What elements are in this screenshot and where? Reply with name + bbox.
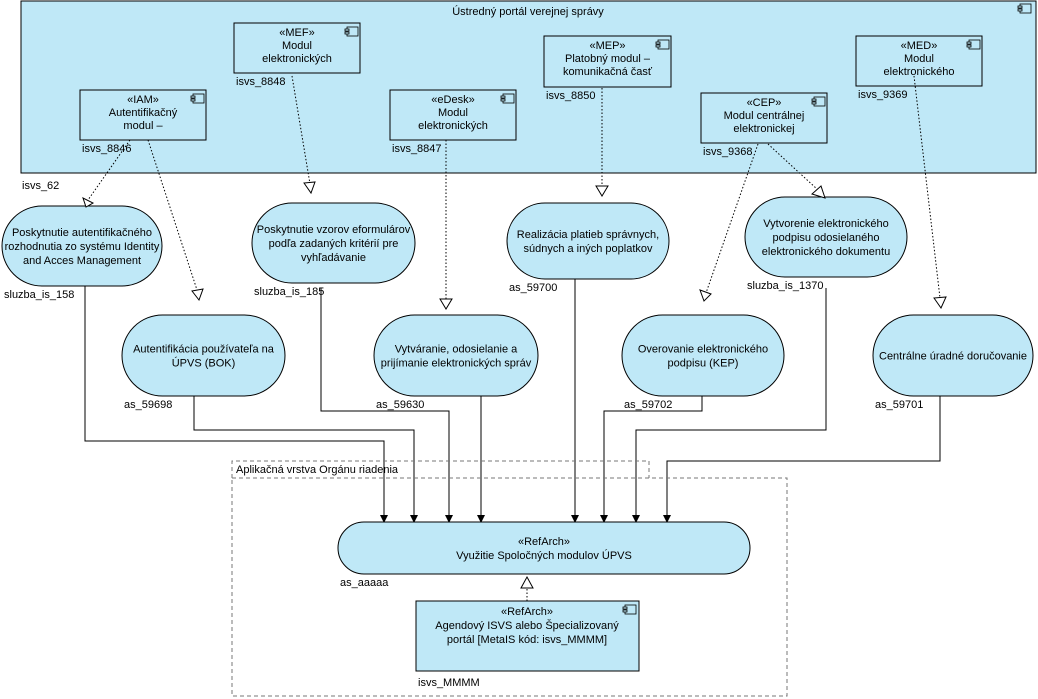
service-label: podpisu (KEP) — [668, 358, 739, 370]
module-id: isvs_8846 — [82, 143, 132, 155]
flow-connectors — [84, 279, 941, 523]
service-3[interactable]: Realizácia platieb správnych, súdnych a i… — [506, 202, 670, 280]
component-icon — [190, 93, 205, 104]
service-label: Overovanie elektronického — [638, 344, 768, 356]
service-7[interactable]: Overovanie elektronického podpisu (KEP) — [621, 314, 785, 397]
module-stereotype: «MEP» — [589, 40, 625, 52]
service-id: as_59700 — [509, 282, 557, 294]
module-id: isvs_9369 — [858, 89, 908, 101]
service-label: Vytvorenie elektronického — [763, 218, 889, 230]
refarch-component-stereotype: «RefArch» — [501, 606, 553, 618]
service-1[interactable]: Poskytnutie autentifikačného rozhodnutia … — [1, 205, 163, 287]
component-icon — [966, 39, 981, 50]
service-8[interactable]: Centrálne úradné doručovanie — [872, 314, 1034, 397]
component-icon — [344, 26, 359, 37]
application-layer-title: Aplikačná vrstva Orgánu riadenia — [236, 464, 399, 476]
refarch-service-id: as_aaaaa — [340, 577, 389, 589]
refarch-component-label-line1: Agendový ISVS alebo Špecializovaný — [435, 619, 619, 632]
service-label: Vytváranie, odosielanie a — [395, 344, 518, 356]
module-label: Modul — [282, 40, 312, 52]
module-stereotype: «eDesk» — [431, 94, 474, 106]
component-icon — [500, 93, 515, 104]
service-label: súdnych a iných poplatkov — [523, 243, 653, 255]
service-6[interactable]: Vytváranie, odosielanie a prijímanie elek… — [373, 314, 539, 397]
module-label: Modul centrálnej — [724, 110, 805, 122]
module-label: Modul — [904, 53, 934, 65]
service-label: prijímanie elektronických správ — [381, 358, 532, 370]
service-id: as_59630 — [376, 399, 424, 411]
service-id: as_59698 — [124, 399, 172, 411]
portal-title: Ústredný portál verejnej správy — [452, 5, 604, 18]
component-icon — [622, 604, 637, 615]
component-icon — [655, 39, 670, 50]
service-label: Poskytnutie vzorov eformulárov — [257, 224, 411, 236]
module-label: Modul — [438, 107, 468, 119]
module-stereotype: «IAM» — [127, 94, 159, 106]
application-layer-frame[interactable]: Aplikačná vrstva Orgánu riadenia — [231, 460, 788, 697]
module-id: isvs_8848 — [236, 76, 286, 88]
refarch-service-stereotype: «RefArch» — [518, 536, 570, 548]
module-4[interactable]: «MEP»Platobný modul –komunikačná časť — [543, 35, 672, 88]
refarch-realization — [520, 575, 534, 601]
module-id: isvs_8847 — [392, 143, 442, 155]
module-stereotype: «CEP» — [747, 97, 782, 109]
refarch-component[interactable]: «RefArch» Agendový ISVS alebo Špecializo… — [415, 600, 640, 672]
service-id: sluzba_is_158 — [4, 289, 74, 301]
portal-container[interactable]: Ústredný portál verejnej správy — [20, 0, 1037, 174]
service-id: as_59701 — [875, 399, 923, 411]
module-label: elektronickej — [733, 123, 794, 135]
module-stereotype: «MEF» — [279, 27, 314, 39]
service-id: sluzba_is_185 — [254, 286, 324, 298]
module-label: Platobný modul – — [565, 53, 651, 65]
module-id: isvs_9368 — [703, 146, 753, 158]
service-label: vyhľadávanie — [301, 252, 366, 264]
module-label: elektronických — [262, 53, 332, 65]
module-label: elektronického — [884, 66, 955, 78]
service-2[interactable]: Poskytnutie vzorov eformulárov podľa zada… — [251, 202, 416, 284]
refarch-component-label-line2: portál [MetaIS kód: isvs_MMMM] — [447, 634, 607, 646]
service-label: Realizácia platieb správnych, — [517, 229, 659, 241]
service-label: Poskytnutie autentifikačného — [12, 227, 152, 239]
service-label: elektronického dokumentu — [762, 246, 890, 258]
service-label: podpisu odosielaného — [772, 232, 879, 244]
service-4[interactable]: Vytvorenie elektronického podpisu odosiel… — [744, 196, 908, 278]
module-label: komunikačná časť — [563, 66, 653, 78]
refarch-service-label: Využitie Spoločných modulov ÚPVS — [456, 549, 632, 562]
service-label: ÚPVS (BOK) — [172, 357, 236, 370]
module-stereotype: «MED» — [901, 40, 938, 52]
portal-id: isvs_62 — [22, 180, 59, 192]
module-label: elektronických — [418, 120, 488, 132]
refarch-component-id: isvs_MMMM — [418, 677, 480, 689]
module-label: modul – — [123, 120, 163, 132]
service-id: sluzba_is_1370 — [747, 280, 823, 292]
module-label: Autentifikačný — [109, 107, 178, 119]
service-label: Autentifikácia používateľa na — [133, 344, 275, 356]
realization-connectors — [82, 75, 947, 310]
module-id: isvs_8850 — [546, 90, 596, 102]
service-label: rozhodnutia zo systému Identity — [5, 241, 160, 253]
component-icon — [811, 96, 826, 107]
service-label: podľa zadaných kritérií pre — [269, 238, 399, 250]
component-icon — [1017, 3, 1032, 14]
refarch-service[interactable]: «RefArch» Využitie Spoločných modulov ÚP… — [337, 521, 751, 575]
service-id: as_59702 — [624, 399, 672, 411]
service-label: Centrálne úradné doručovanie — [879, 351, 1027, 363]
service-label: and Acces Management — [23, 255, 141, 267]
